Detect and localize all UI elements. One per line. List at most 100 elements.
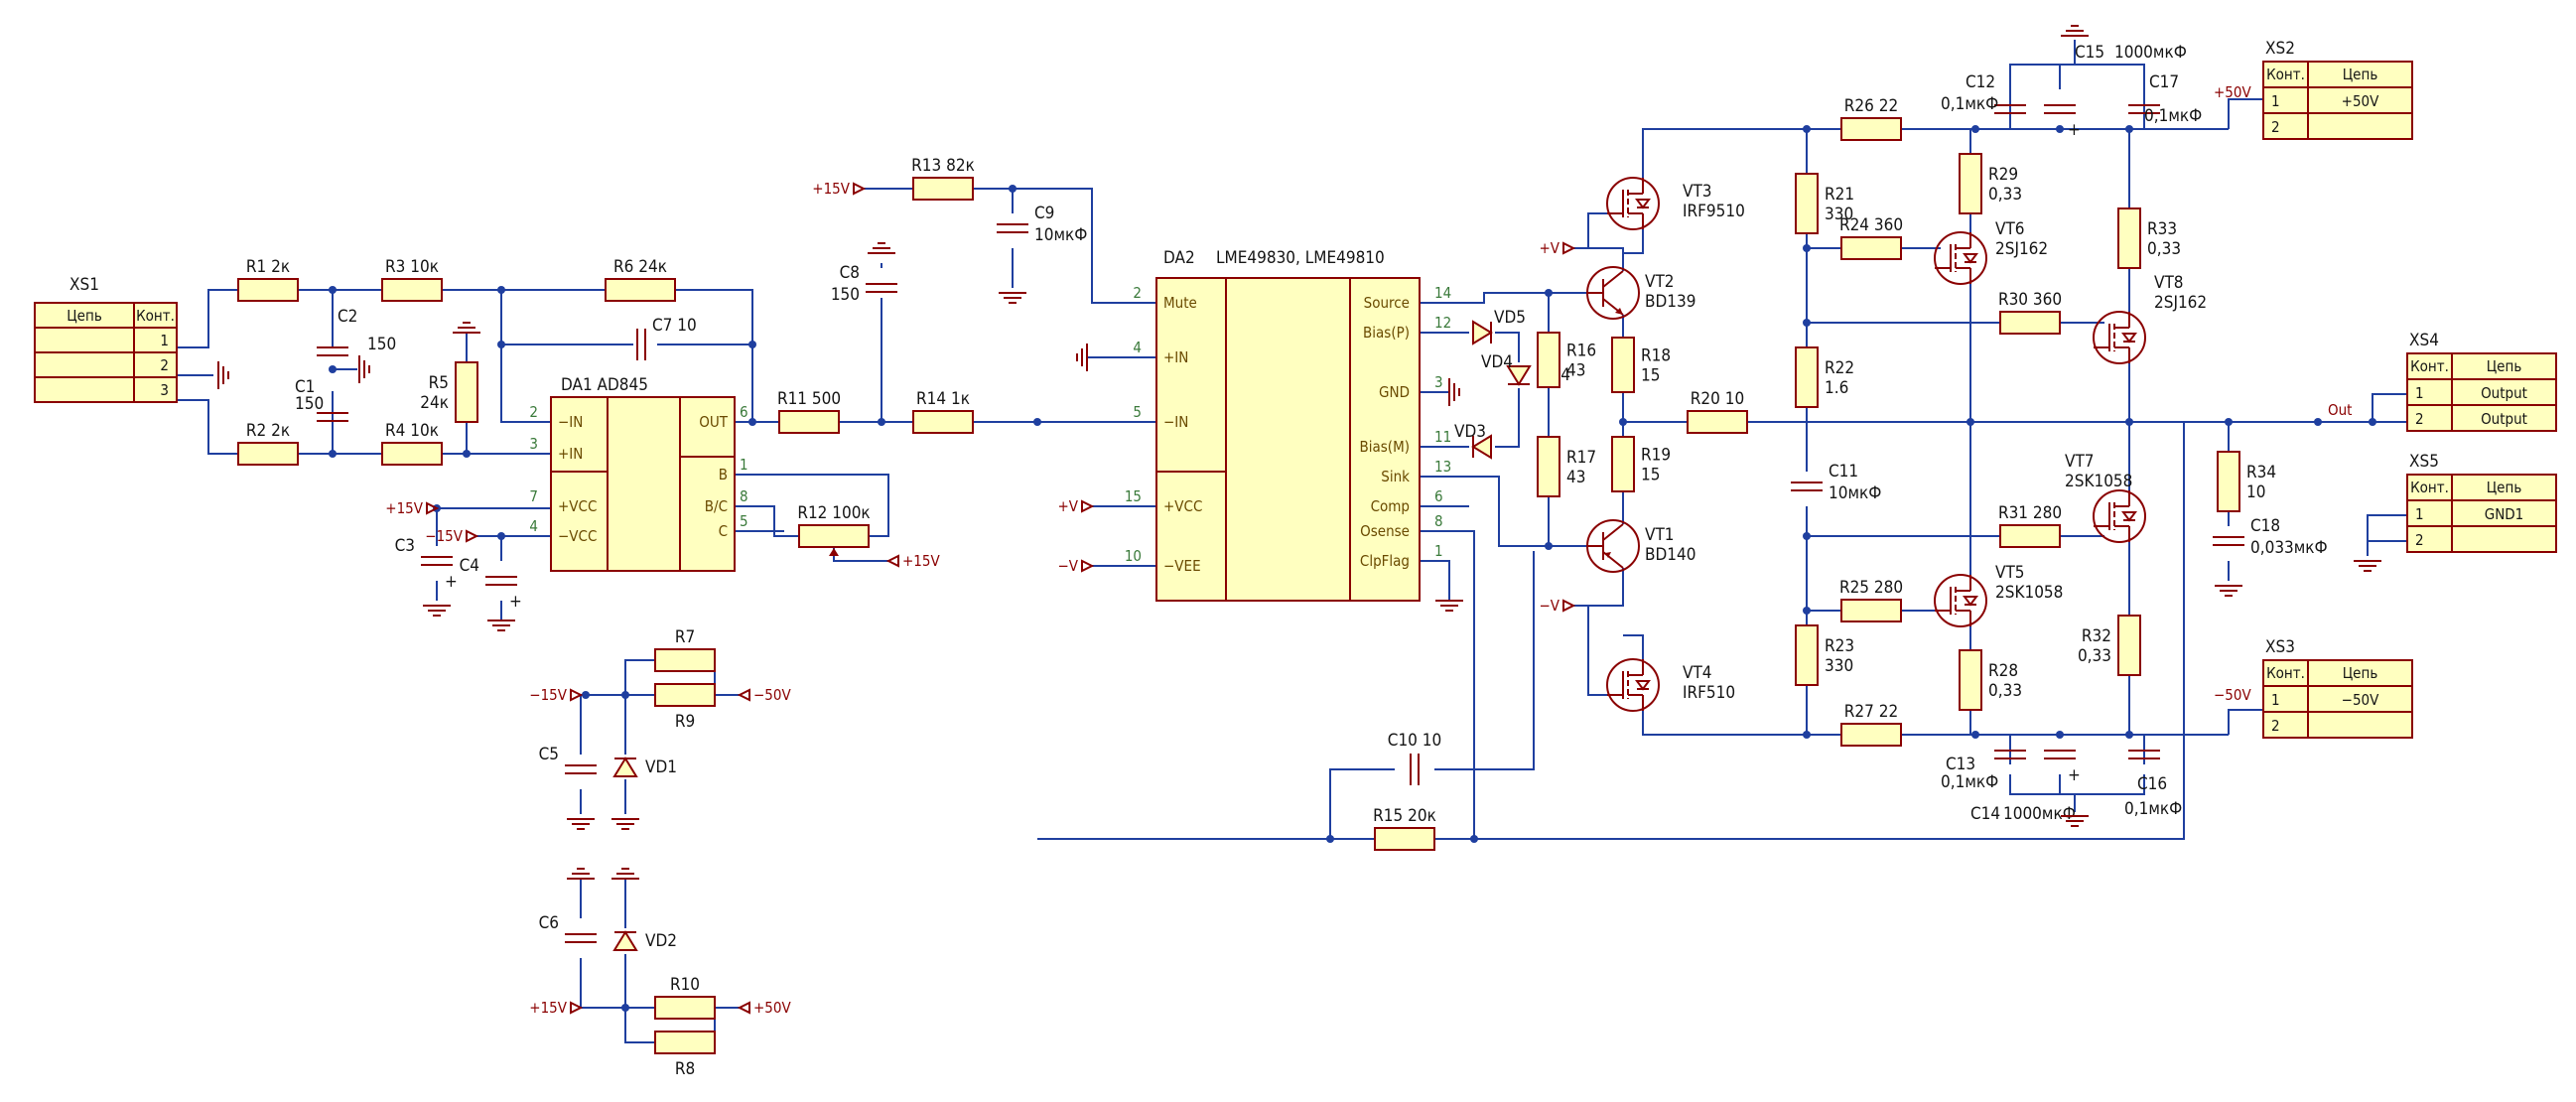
power-flag: +V — [1539, 239, 1576, 257]
diode-vd4-label: VD4 — [1481, 352, 1513, 372]
connector-pin-number: 2 — [2415, 410, 2424, 428]
resistor-body — [654, 683, 716, 707]
connector-ref: XS1 — [69, 275, 99, 295]
resistor-body — [1840, 117, 1902, 141]
label-n50: −50V — [2214, 686, 2251, 704]
resistor-body — [237, 442, 299, 466]
resistor-body — [1959, 153, 1982, 214]
wire — [1420, 292, 1573, 304]
wire — [1623, 229, 1644, 254]
power-flag: −15V — [425, 527, 479, 545]
resistor-value: 1.6 — [1825, 378, 1848, 398]
resistor-label: R7 — [675, 627, 695, 647]
capacitor-c12 — [1994, 104, 2026, 114]
ic-ref: DA2 — [1163, 248, 1195, 268]
power-arrow — [1562, 241, 1576, 255]
capacitor-value: 0,1мкФ — [2124, 799, 2182, 819]
wire — [1434, 422, 2185, 840]
power-arrow — [1081, 559, 1095, 573]
label-out: Out — [2328, 401, 2352, 419]
capacitor-ref: C6 — [539, 913, 559, 933]
resistor-r25: R25 280 — [1839, 578, 1903, 622]
transistor-type: IRF9510 — [1683, 202, 1745, 221]
power-arrow — [1081, 499, 1095, 513]
wires — [177, 40, 2407, 1043]
junction-dot — [1971, 731, 1979, 739]
transistor-circle — [1934, 574, 1987, 627]
wire — [1495, 332, 1520, 362]
capacitor-ref: C8 — [840, 263, 860, 283]
capacitor-c15: + — [2044, 104, 2081, 140]
resistor-body — [1840, 723, 1902, 747]
resistor-label: R3 10к — [385, 257, 439, 277]
ic-pin-name: Osense — [1360, 522, 1410, 540]
wire — [1573, 568, 1624, 607]
wire — [833, 548, 888, 562]
power-label: +15V — [529, 999, 567, 1017]
connector-header-pin: Конт. — [2410, 357, 2449, 375]
capacitor-c2-c1 — [317, 346, 348, 356]
junction-dot — [582, 691, 590, 699]
transistor-ref: VT7 — [2065, 452, 2095, 472]
capacitor-c4: +C4 — [460, 556, 522, 612]
diode-ref: VD5 — [1494, 308, 1526, 328]
transistor-diode — [1963, 596, 1978, 607]
wire — [1420, 476, 1573, 547]
connector-header-pin: Конт. — [2410, 479, 2449, 496]
resistor-r3: R3 10к — [381, 257, 443, 302]
transistor-collector — [1602, 523, 1624, 541]
diode-vd2: VD2 — [612, 930, 677, 951]
connector-header-net: Цепь — [2343, 66, 2378, 83]
resistor-r20: R20 10 — [1687, 389, 1748, 434]
resistor-ref: R5 — [429, 373, 449, 393]
transistor-ref: VT4 — [1683, 663, 1712, 683]
resistor-label: R12 100к — [797, 503, 870, 523]
connector-ref: XS2 — [2265, 39, 2295, 59]
resistor-label: R15 20к — [1373, 806, 1436, 826]
wire — [1642, 711, 1822, 736]
ground-symbol — [453, 322, 480, 334]
wire — [2009, 774, 2145, 795]
ic-pin-number: 5 — [740, 512, 748, 530]
resistor-body — [1840, 236, 1902, 260]
connector-pin-number: 2 — [2271, 717, 2280, 735]
ground-symbol — [2061, 815, 2089, 827]
power-arrow — [885, 554, 899, 568]
resistor-r13: R13 82к — [911, 156, 975, 201]
transistor-diode — [1963, 253, 1978, 264]
ic-pin-number: 8 — [740, 487, 748, 505]
ic-pin-name: Sink — [1381, 468, 1410, 485]
ic-pin-number: 6 — [740, 403, 748, 421]
resistor-label: R30 360 — [1998, 290, 2062, 310]
capacitor-ref: C2 — [338, 307, 357, 327]
resistor-label: R8 — [675, 1059, 695, 1079]
transistor-ref: VT5 — [1995, 563, 2025, 583]
transistor-diode — [2121, 333, 2137, 344]
transistor-arrow — [1615, 308, 1623, 315]
resistor-body — [1959, 649, 1982, 711]
transistor-ref: VT2 — [1645, 272, 1675, 292]
wire — [1587, 212, 1607, 248]
transistor-type: IRF510 — [1683, 683, 1735, 703]
connector-pin-number: 3 — [160, 381, 169, 399]
transistor-ref: VT6 — [1995, 219, 2025, 239]
ground-symbol — [1435, 600, 1463, 612]
diode-vd3: VD3 — [1454, 422, 1492, 460]
junction-dot — [1033, 418, 1041, 426]
resistor-value: 0,33 — [2078, 646, 2111, 666]
resistor-ref: R18 — [1641, 346, 1671, 366]
connector-header-pin: Конт. — [2266, 664, 2305, 682]
ic-pin-name: Source — [1364, 294, 1410, 312]
transistor-type: BD140 — [1645, 545, 1695, 565]
resistor-r11: R11 500 — [777, 389, 841, 434]
transistor-ref: VT3 — [1683, 182, 1712, 202]
ground-symbol — [868, 242, 895, 254]
resistor-ref: R32 — [2082, 626, 2111, 646]
ground-symbol — [217, 361, 229, 389]
